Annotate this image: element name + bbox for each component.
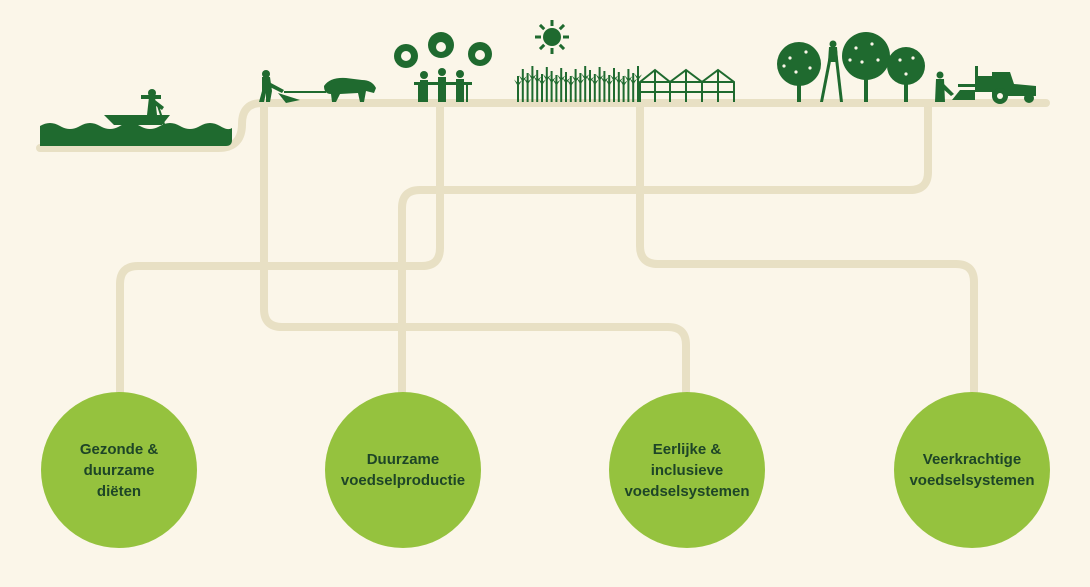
connector-orchard-to-production: [398, 100, 932, 398]
connector-farmer-to-inclusive: [260, 100, 690, 398]
sun-icon: [535, 20, 569, 54]
circle-resilient-food-systems: Veerkrachtige voedselsystemen: [894, 392, 1050, 548]
fruit-dots: [782, 42, 915, 76]
connector-field-to-resilient: [636, 100, 978, 398]
circle-healthy-sustainable-diets: Gezonde & duurzame diëten: [41, 392, 197, 548]
connector-lines: [36, 99, 1050, 398]
circle-label: Gezonde & duurzame diëten: [79, 440, 159, 500]
connector-family-to-diets: [116, 100, 444, 398]
circle-sustainable-food-production: Duurzame voedselproductie: [325, 392, 481, 548]
greenhouse-icon: [639, 68, 735, 102]
farmer-plough-ox-icon: [259, 70, 376, 103]
ground-line: [36, 99, 1050, 152]
orchard-harvest-icon: [777, 32, 954, 102]
crop-field-icon: [514, 66, 642, 102]
circle-label: Eerlijke & inclusieve voedselsystemen: [624, 440, 750, 500]
circle-label: Duurzame voedselproductie: [340, 451, 466, 489]
tractor-sprayer-icon: [952, 66, 1036, 104]
circle-label: Veerkrachtige voedselsystemen: [909, 451, 1035, 489]
fisherman-boat-icon: [40, 89, 232, 146]
family-dining-icon: [394, 32, 492, 102]
circle-fair-inclusive-food-systems: Eerlijke & inclusieve voedselsystemen: [609, 392, 765, 548]
